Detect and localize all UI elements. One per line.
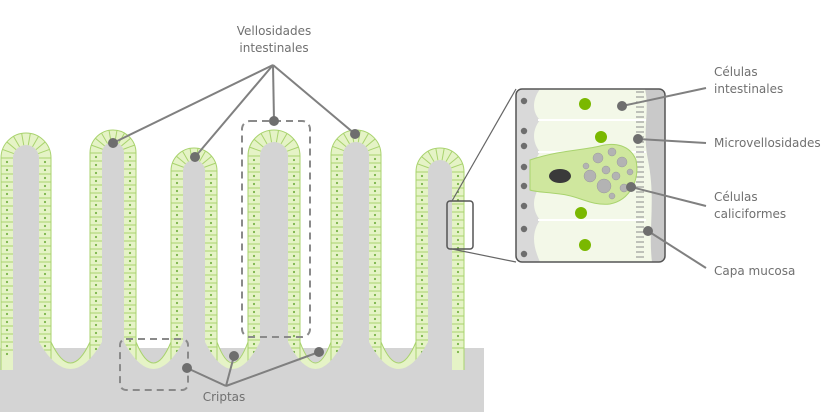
epithelium-detail-panel — [516, 89, 665, 262]
marker-crypt-1 — [182, 363, 192, 373]
label-line: Vellosidades — [236, 24, 312, 38]
marker-celulas-intestinales — [617, 101, 627, 111]
marker-crypt-3 — [314, 347, 324, 357]
label-line: Células — [714, 190, 758, 204]
label-capa-mucosa: Capa mucosa — [714, 264, 796, 278]
label-line: intestinales — [714, 82, 784, 96]
detail-mucus-layer — [645, 89, 665, 262]
label-vellosidades-intestinales: Vellosidades intestinales — [228, 23, 320, 57]
magnify-connector-bottom — [451, 248, 517, 263]
label-celulas-intestinales: Células intestinales — [714, 64, 783, 98]
marker-villus-4 — [350, 129, 360, 139]
goblet-nucleus — [549, 169, 571, 183]
marker-villus-3 — [269, 116, 279, 126]
label-criptas: Criptas — [202, 390, 246, 404]
villus-1 — [0, 132, 52, 373]
magnify-source-box — [446, 200, 474, 250]
villus-6 — [415, 147, 465, 373]
label-line: intestinales — [239, 41, 309, 55]
marker-capa-mucosa — [643, 226, 653, 236]
villus-5 — [330, 129, 382, 373]
label-line: Células — [714, 65, 758, 79]
goblet-mucus-vesicles — [582, 147, 634, 200]
villus-2 — [89, 129, 137, 373]
tissue-floor — [0, 370, 484, 412]
marker-microvellosidades — [633, 134, 643, 144]
detail-panel-frame — [515, 88, 666, 263]
marker-caliciformes — [626, 182, 636, 192]
label-microvellosidades: Microvellosidades — [714, 136, 821, 150]
detail-microvilli — [636, 91, 644, 258]
magnify-connector-top — [451, 88, 517, 202]
label-celulas-caliciformes: Células caliciformes — [714, 189, 786, 223]
marker-crypt-2 — [229, 351, 239, 361]
detail-cell-nuclei — [520, 97, 607, 258]
marker-villus-2 — [190, 152, 200, 162]
leader-lines — [112, 64, 707, 387]
leader-markers — [108, 101, 653, 373]
villus-4 — [247, 129, 301, 373]
label-line: caliciformes — [714, 207, 787, 221]
marker-villus-1 — [108, 138, 118, 148]
